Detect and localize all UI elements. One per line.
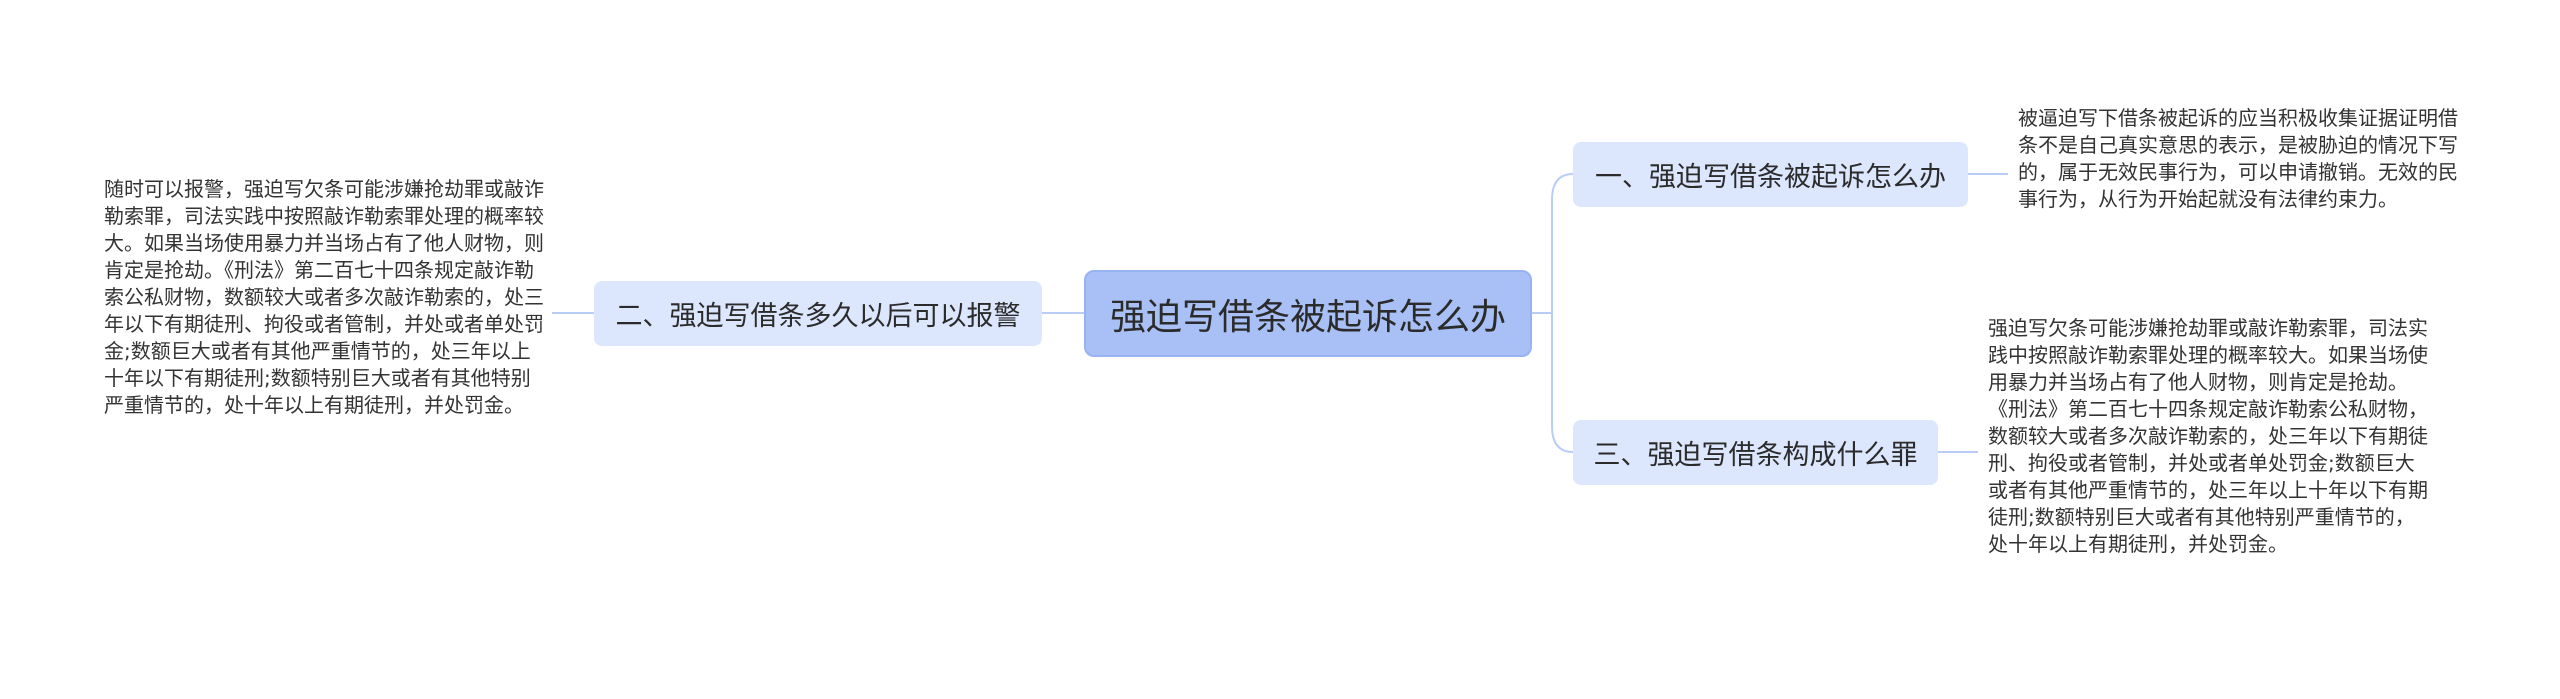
root-topic[interactable]: 强迫写借条被起诉怎么办 — [1084, 270, 1532, 357]
connector-right-trunk — [1551, 173, 1574, 453]
branch-topic-1[interactable]: 一、强迫写借条被起诉怎么办 — [1573, 142, 1968, 207]
branch-1-detail: 被逼迫写下借条被起诉的应当积极收集证据证明借条不是自己真实意思的表示，是被胁迫的… — [2018, 106, 2458, 211]
branch-2-detail: 随时可以报警，强迫写欠条可能涉嫌抢劫罪或敲诈勒索罪，司法实践中按照敲诈勒索罪处理… — [104, 177, 544, 417]
branch-3-detail: 强迫写欠条可能涉嫌抢劫罪或敲诈勒索罪，司法实践中按照敲诈勒索罪处理的概率较大。如… — [1988, 316, 2428, 556]
branch-topic-3[interactable]: 三、强迫写借条构成什么罪 — [1573, 420, 1938, 485]
branch-topic-2[interactable]: 二、强迫写借条多久以后可以报警 — [594, 281, 1042, 346]
